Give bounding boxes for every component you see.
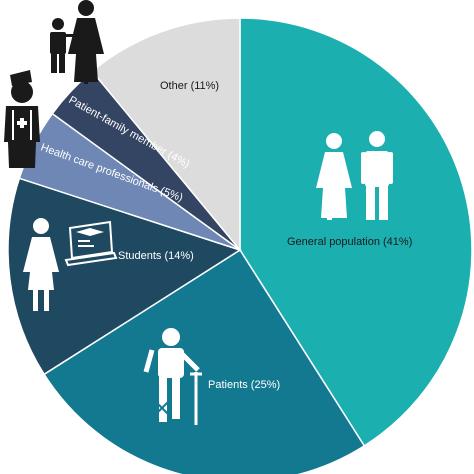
pie-slice-general-population [239,17,473,447]
family-icon [50,0,104,84]
student-laptop-icon [23,218,118,311]
pie-slice-students [7,177,242,376]
pie-slice-other [91,17,241,253]
patient-crutch-icon [143,328,202,425]
doctor-icon [4,70,40,168]
man-woman-icon [316,131,393,220]
slice-label-general-population: General population (41%) [287,236,412,248]
slice-label-patients: Patients (25%) [208,379,280,391]
pie-slices [7,17,473,474]
slice-label-other: Other (11%) [160,80,219,92]
pie-slice-patients [43,248,366,474]
slice-label-students: Students (14%) [118,250,194,262]
